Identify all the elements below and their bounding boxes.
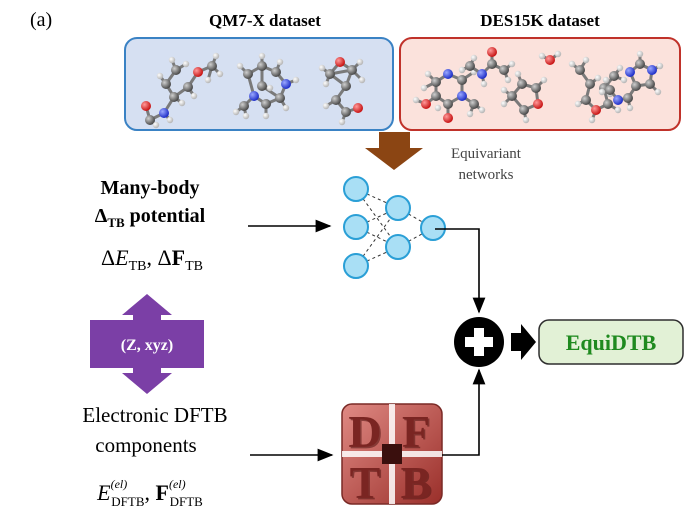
combine-plus-icon — [454, 317, 504, 367]
training-data-arrow — [365, 132, 423, 170]
combine-to-result-arrow — [511, 324, 536, 360]
molecule — [458, 47, 516, 88]
molecule — [500, 70, 548, 124]
qm7x-dataset-group: QM7-X dataset — [124, 11, 394, 131]
many-body-label: Many-body — [101, 177, 200, 199]
panel-label: (a) — [30, 9, 52, 31]
dftb-to-combine-arrow — [442, 368, 486, 456]
equidtb-result-box — [538, 319, 684, 365]
molecule — [412, 68, 486, 123]
network-node — [385, 195, 411, 221]
network-node — [420, 215, 446, 241]
equivariant-networks-label-line1: Equivariant — [451, 146, 522, 162]
des15k-molecules-image — [412, 47, 664, 124]
network-node — [385, 234, 411, 260]
svg-text:B: B — [402, 459, 433, 510]
electronic-dftb-formula: E(el)DFTB, F(el)DFTB — [96, 477, 203, 509]
svg-text:T: T — [351, 459, 382, 510]
des15k-dataset-title: DES15K dataset — [480, 11, 600, 30]
molecule — [568, 56, 628, 124]
dftb-letter: T — [350, 457, 381, 508]
network-to-combine-arrow — [435, 228, 486, 314]
shared-input-double-arrow: (Z, xyz) — [90, 294, 204, 394]
molecule — [232, 52, 300, 120]
network-node — [343, 214, 369, 240]
molecule — [141, 52, 224, 129]
electronic-dftb-label: Electronic DFTB — [82, 403, 227, 427]
delta-tb-potential-label: ΔTB potential — [95, 205, 206, 230]
dftb-letter: B — [401, 457, 432, 508]
network-nodes — [343, 176, 446, 279]
components-label: components — [95, 433, 196, 457]
qm7x-dataset-title: QM7-X dataset — [209, 11, 321, 30]
equivariant-networks-label-line2: networks — [459, 167, 514, 183]
equidtb-result-label: EquiDTB — [566, 330, 657, 355]
molecule — [598, 50, 664, 112]
network-node — [343, 176, 369, 202]
z-xyz-label: (Z, xyz) — [121, 337, 173, 354]
svg-text:F: F — [403, 408, 431, 459]
qm7x-molecules-image — [141, 52, 366, 129]
delta-tb-formula: ΔETB, ΔFTB — [101, 245, 203, 274]
dftb-letter: F — [402, 406, 430, 457]
svg-text:D: D — [350, 408, 383, 459]
dftb-letter: D — [348, 406, 381, 457]
network-node — [343, 253, 369, 279]
molecule — [318, 57, 366, 126]
des15k-dataset-group: DES15K dataset — [399, 11, 681, 131]
molecule — [538, 50, 562, 65]
